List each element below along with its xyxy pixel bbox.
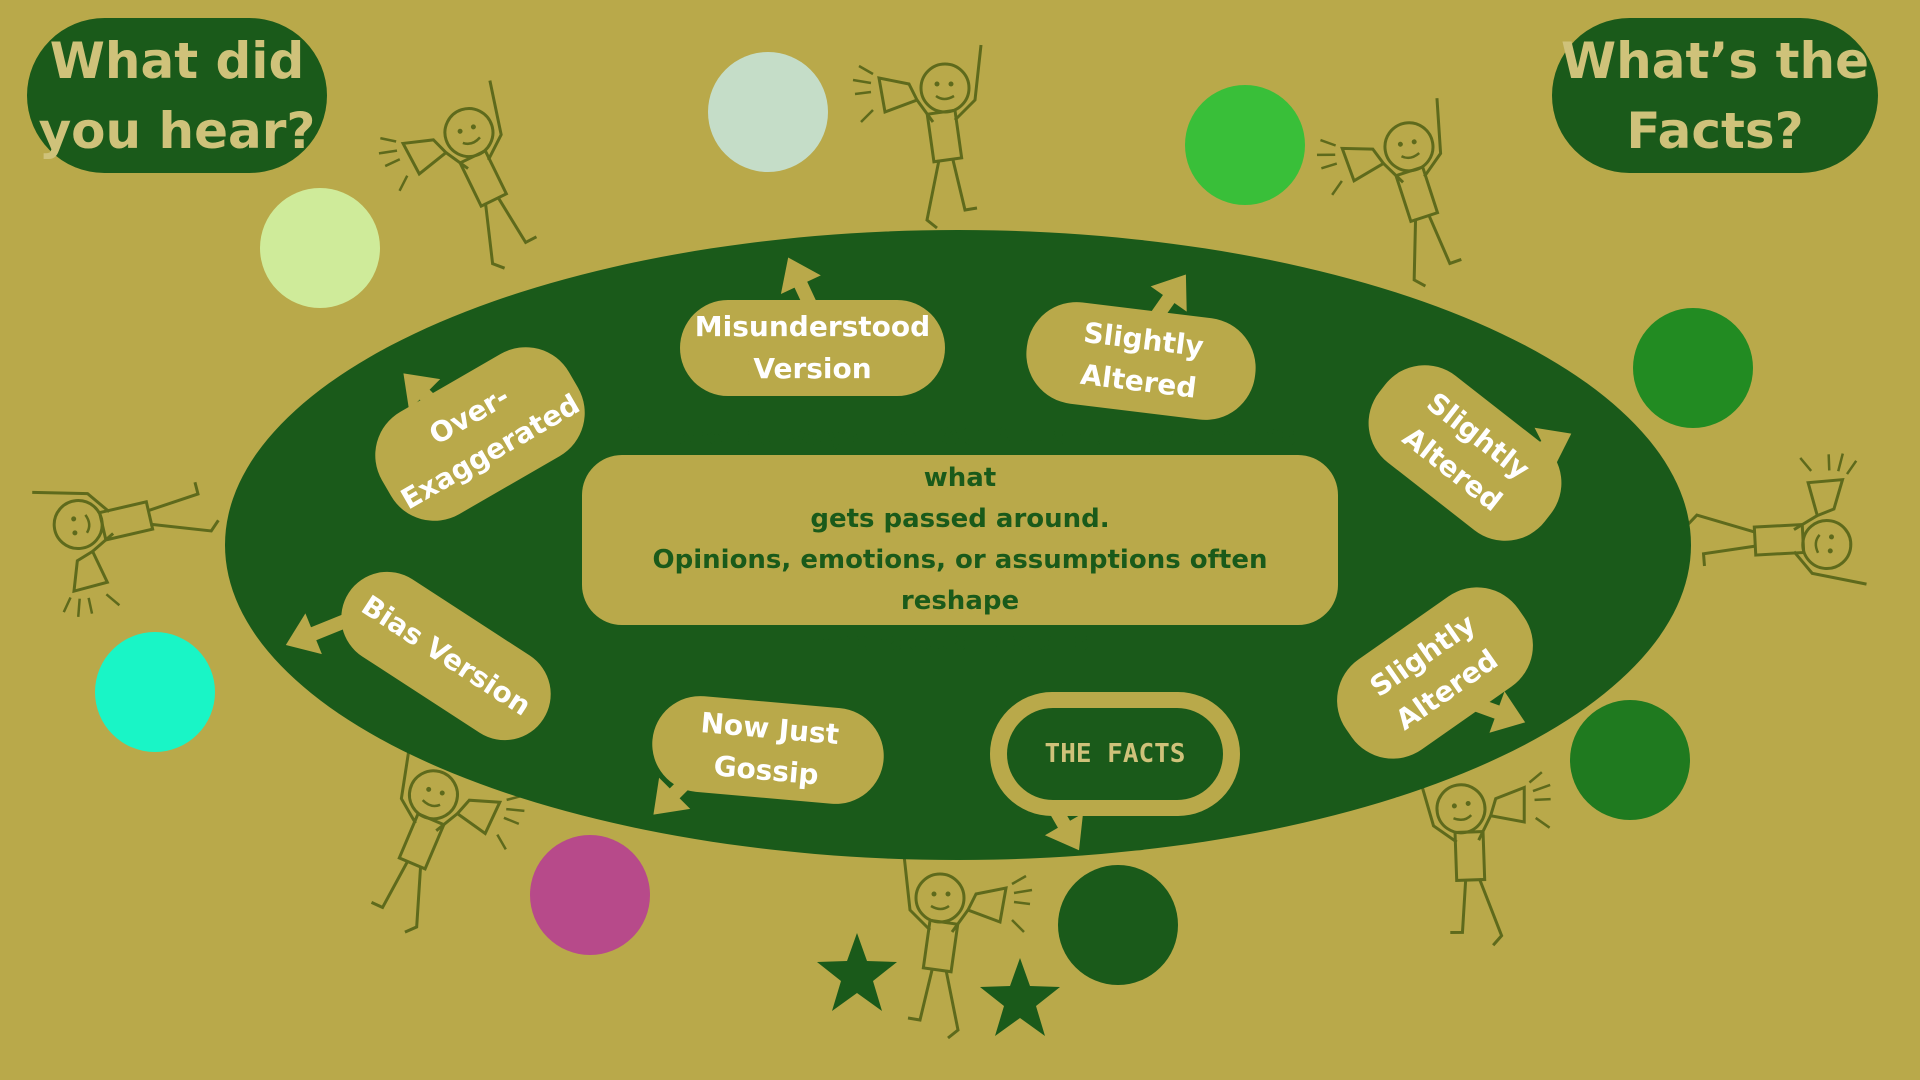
circle-misunderstood [708, 52, 828, 172]
right-question-bubble: What’s the Facts? [1552, 18, 1878, 173]
quote-line-2: gets passed around. [810, 504, 1110, 534]
quote-line-1: “There’s always the FACTS… and then ther… [624, 422, 1296, 493]
megaphone-icon [366, 79, 548, 296]
circle-bias [95, 632, 215, 752]
center-quote: “There’s always the FACTS… and then ther… [582, 422, 1338, 657]
circle-gossip [530, 835, 650, 955]
circle-over-exaggerated [260, 188, 380, 308]
circle-facts [1058, 865, 1178, 985]
circle-slightly-altered-3 [1570, 700, 1690, 820]
quote-line-3: Opinions, emotions, or assumptions often… [652, 545, 1268, 616]
star-icon [980, 958, 1060, 1036]
facts-bubble: THE FACTS [1007, 708, 1223, 800]
megaphone-icon [851, 43, 983, 230]
megaphone-icon [30, 474, 228, 622]
megaphone-icon [1682, 439, 1880, 586]
circle-slightly-altered-1 [1185, 85, 1305, 205]
left-question-bubble: What did you hear? [27, 18, 327, 173]
star-icon [817, 933, 897, 1011]
megaphone-icon [1309, 96, 1471, 303]
quote-line-4: the factual details. [821, 627, 1099, 657]
circle-slightly-altered-2 [1633, 308, 1753, 428]
label-misunderstood: Misunderstood Version [680, 300, 945, 396]
